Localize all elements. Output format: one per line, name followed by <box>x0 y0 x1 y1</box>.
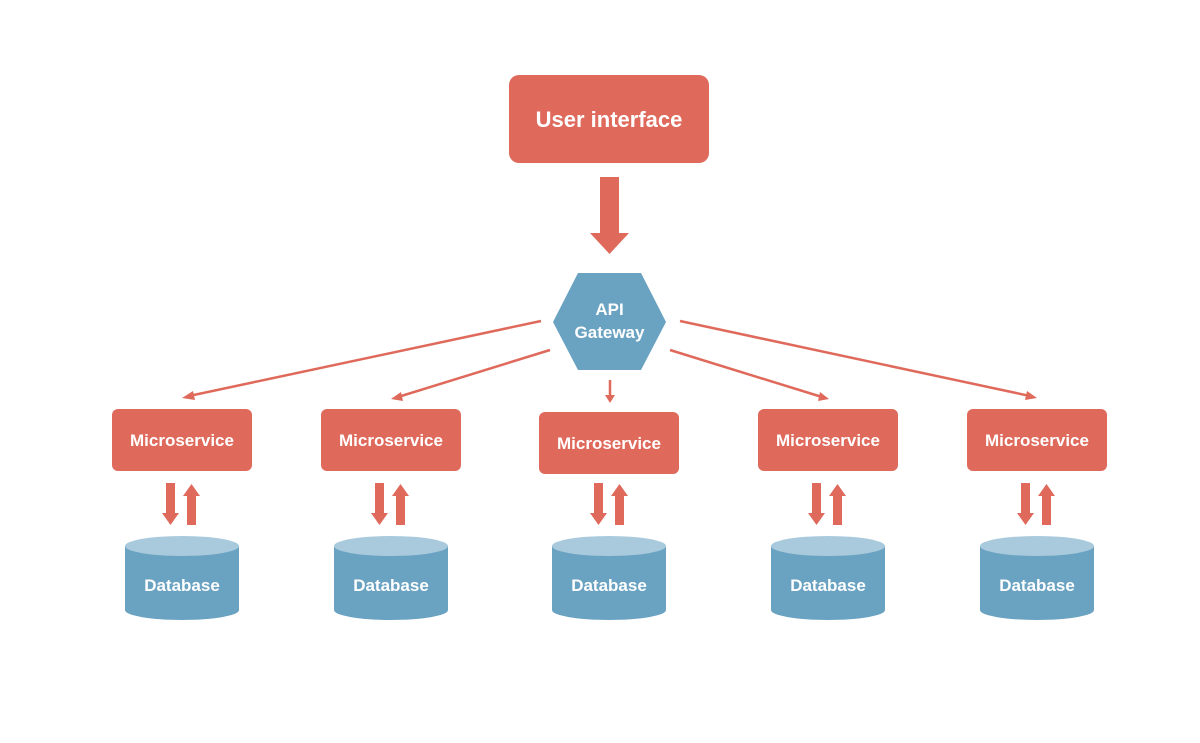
microservice-node-5: Microservice <box>967 409 1107 471</box>
microservice-label: Microservice <box>557 434 661 453</box>
microservice-node-2: Microservice <box>321 409 461 471</box>
database-label: Database <box>790 576 866 595</box>
arrow-to-service-1 <box>188 319 542 398</box>
microservice-label: Microservice <box>339 431 443 450</box>
cylinder-top <box>980 536 1094 556</box>
arrow-to-service-4 <box>669 348 823 399</box>
arrow-head-3 <box>605 395 615 403</box>
arrow-head-4 <box>818 392 829 401</box>
bidirectional-arrow-3 <box>590 483 628 525</box>
arrow-to-service-5 <box>679 319 1031 398</box>
microservice-node-1: Microservice <box>112 409 252 471</box>
microservice-label: Microservice <box>776 431 880 450</box>
database-node-3: Database <box>552 536 666 620</box>
user-interface-label: User interface <box>536 107 683 132</box>
api-gateway-label-line2: Gateway <box>575 323 645 342</box>
arrow-head-2 <box>391 392 403 401</box>
microservice-node-4: Microservice <box>758 409 898 471</box>
user-interface-node: User interface <box>509 75 709 163</box>
bidirectional-arrow-4 <box>808 483 846 525</box>
service-db-arrows <box>162 483 1055 525</box>
database-label: Database <box>571 576 647 595</box>
database-node-1: Database <box>125 536 239 620</box>
gateway-fanout-arrows <box>182 319 1037 403</box>
database-label: Database <box>999 576 1075 595</box>
database-label: Database <box>353 576 429 595</box>
cylinder-top <box>334 536 448 556</box>
cylinder-top <box>125 536 239 556</box>
bidirectional-arrow-1 <box>162 483 200 525</box>
microservice-label: Microservice <box>985 431 1089 450</box>
bidirectional-arrow-2 <box>371 483 409 525</box>
database-node-4: Database <box>771 536 885 620</box>
cylinder-top <box>552 536 666 556</box>
api-gateway-node: API Gateway <box>553 273 666 370</box>
arrow-head-5 <box>1025 391 1037 400</box>
microservice-node-3: Microservice <box>539 412 679 474</box>
arrow-head-1 <box>182 391 195 400</box>
cylinder-top <box>771 536 885 556</box>
database-node-2: Database <box>334 536 448 620</box>
database-node-5: Database <box>980 536 1094 620</box>
bidirectional-arrow-5 <box>1017 483 1055 525</box>
database-label: Database <box>144 576 220 595</box>
ui-to-gateway-arrow <box>590 177 629 254</box>
arrow-to-service-2 <box>397 348 551 399</box>
microservice-label: Microservice <box>130 431 234 450</box>
api-gateway-label-line1: API <box>595 300 623 319</box>
